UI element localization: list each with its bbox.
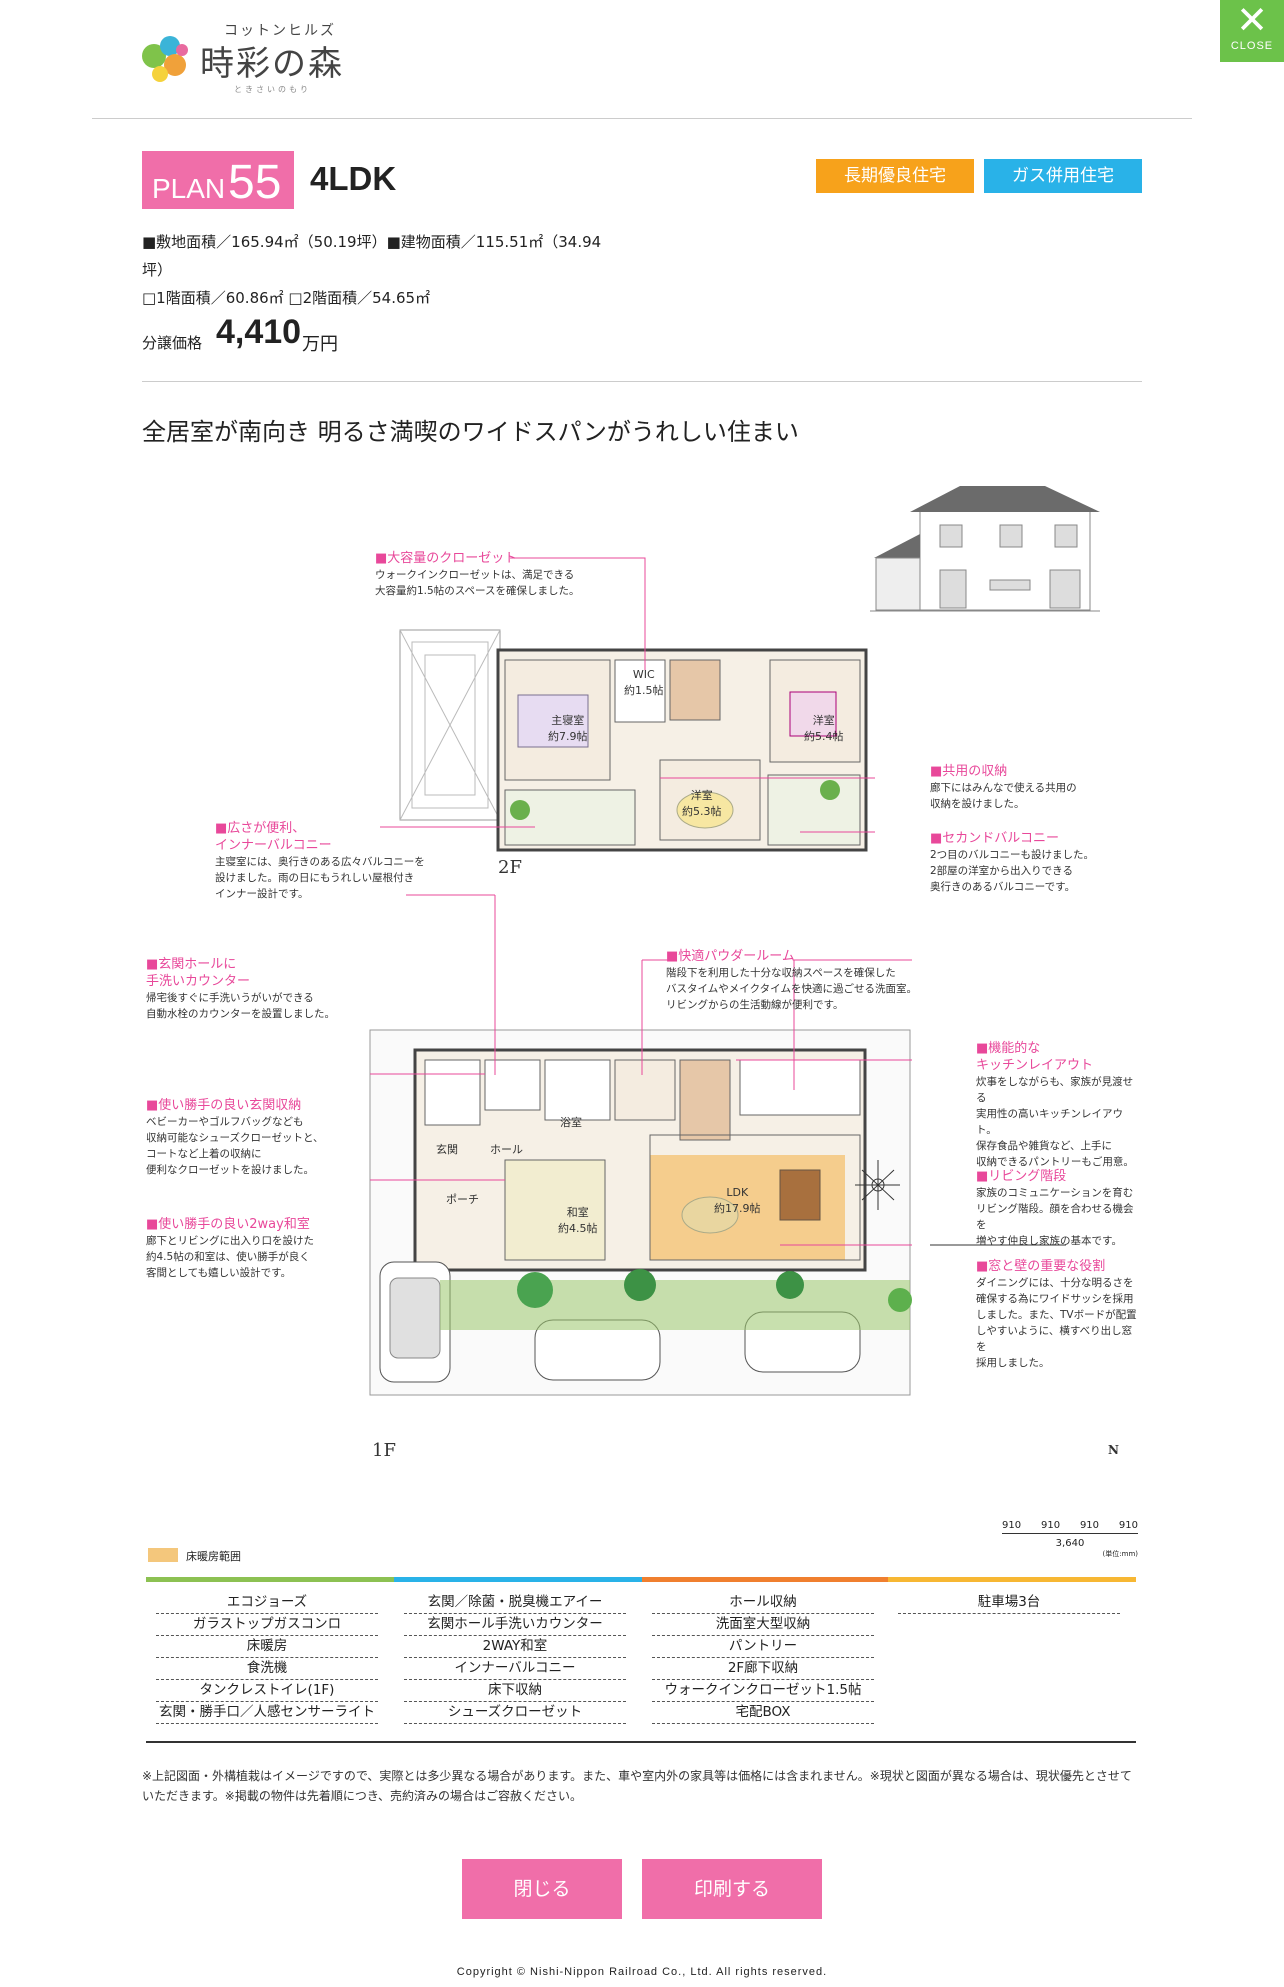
callout-lines <box>370 557 912 1246</box>
plan-type: 4LDK <box>310 160 397 197</box>
scale-segment: 910 <box>1118 1520 1138 1531</box>
plan-label: PLAN 55 <box>142 151 294 209</box>
equipment-column-1: エコジョーズ ガラストップガスコンロ 床暖房 食洗機 タンクレストイレ(1F) … <box>156 1592 378 1724</box>
room-western-2: 洋室約5.3帖 <box>682 789 722 818</box>
equipment-item: インナーバルコニー <box>404 1658 626 1680</box>
floor-heating-label: 床暖房範囲 <box>186 1550 241 1563</box>
info-area-line3: □1階面積／60.86㎡ □2階面積／54.65㎡ <box>142 289 431 307</box>
floor2-plan <box>399 629 868 852</box>
note-powder-room: ■快適パウダールーム 階段下を利用した十分な収納スペースを確保したバスタイムやメ… <box>666 949 917 1011</box>
floor1-label: 1F <box>372 1440 396 1461</box>
note-entrance-storage: ■使い勝手の良い玄関収納 ベビーカーやゴルフバッグなども収納可能なシューズクロー… <box>146 1098 324 1176</box>
plan-prefix: PLAN <box>152 173 226 204</box>
scale: 910 910 910 910 3,640 (単位:mm) <box>1002 1520 1138 1559</box>
price-label: 分譲価格 <box>142 334 203 352</box>
equipment-column-3: ホール収納 洗面室大型収納 パントリー 2F廊下収納 ウォークインクローゼット1… <box>652 1592 874 1724</box>
scale-segment: 910 <box>1040 1520 1061 1531</box>
price-value: 4,410 <box>216 313 302 351</box>
equipment-item: 玄関／除菌・脱臭機エアイー <box>404 1592 626 1614</box>
equipment-item: パントリー <box>652 1636 874 1658</box>
color-bar-green <box>146 1577 394 1582</box>
floor2-label: 2F <box>498 857 522 878</box>
equipment-item: ホール収納 <box>652 1592 874 1614</box>
equipment-item: 2WAY和室 <box>404 1636 626 1658</box>
badge-long-term: 長期優良住宅 <box>816 159 974 193</box>
equipment-item: 2F廊下収納 <box>652 1658 874 1680</box>
note-2way-washitsu: ■使い勝手の良い2way和室 廊下とリビングに出入り口を設けた約4.5帖の和室は… <box>146 1217 314 1279</box>
color-bar-blue <box>394 1577 642 1582</box>
floor-heating-swatch <box>148 1548 178 1562</box>
floor-plan-drawing <box>369 486 1100 1396</box>
scale-unit: (単位:mm) <box>1102 1550 1138 1558</box>
note-living-stairs: ■リビング階段 家族のコミュニケーションを育むリビング階段。顔を合わせる機会を増… <box>976 1169 1134 1247</box>
close-page-button[interactable]: 閉じる <box>462 1859 622 1919</box>
divider <box>142 381 1142 382</box>
scale-segment: 910 <box>1079 1520 1100 1531</box>
room-hall: ホール <box>490 1143 523 1156</box>
room-porch: ポーチ <box>446 1193 479 1206</box>
print-button[interactable]: 印刷する <box>642 1859 822 1919</box>
equipment-item: エコジョーズ <box>156 1592 378 1614</box>
equipment-item: ウォークインクローゼット1.5帖 <box>652 1680 874 1702</box>
equipment-item: 玄関ホール手洗いカウンター <box>404 1614 626 1636</box>
logo-name: 時彩の森 <box>200 44 344 84</box>
color-bar-yellow <box>888 1577 1136 1582</box>
scale-total: 3,640 <box>1055 1538 1085 1549</box>
note-shared-storage: ■共用の収納 廊下にはみんなで使える共用の収納を設けました。 <box>930 764 1077 810</box>
equipment-item: 駐車場3台 <box>898 1592 1120 1614</box>
note-large-closet: ■大容量のクローゼット ウォークインクローゼットは、満足できる大容量約1.5帖の… <box>375 551 580 597</box>
info-area-line1: ■敷地面積／165.94㎡（50.19坪）■建物面積／115.51㎡（34.94 <box>142 233 602 251</box>
close-icon: ✕ <box>1236 0 1268 42</box>
note-inner-balcony: ■広さが便利、 インナーバルコニー 主寝室には、奥行きのある広々バルコニーを設け… <box>215 821 425 900</box>
equipment-item: 洗面室大型収納 <box>652 1614 874 1636</box>
color-bar-orange <box>642 1577 888 1582</box>
headline: 全居室が南向き 明るさ満喫のワイドスパンがうれしい住まい <box>142 418 799 446</box>
equipment-item: 食洗機 <box>156 1658 378 1680</box>
logo-mark-icon <box>142 36 196 86</box>
equipment-item: ガラストップガスコンロ <box>156 1614 378 1636</box>
close-label: CLOSE <box>1230 40 1274 52</box>
info-area-line2: 坪） <box>142 261 173 279</box>
compass-icon <box>855 1160 900 1210</box>
logo: コットンヒルズ 時彩の森 ときさいのもり <box>142 20 402 100</box>
close-button[interactable]: ✕ CLOSE <box>1220 0 1284 62</box>
divider <box>146 1741 1136 1743</box>
price-unit: 万円 <box>302 334 338 355</box>
house-exterior-icon <box>870 486 1100 612</box>
note-hand-wash: ■玄関ホールに 手洗いカウンター 帰宅後すぐに手洗いうがいができる自動水栓のカウ… <box>146 957 335 1020</box>
plan-number: 55 <box>228 156 282 209</box>
equipment-item: シューズクローゼット <box>404 1702 626 1724</box>
equipment-item: 宅配BOX <box>652 1702 874 1724</box>
floor1-plan <box>369 1029 912 1396</box>
compass-label: N <box>1108 1443 1119 1457</box>
copyright: Copyright © Nishi-Nippon Railroad Co., L… <box>456 1966 828 1978</box>
room-western-1: 洋室約5.4帖 <box>804 714 844 743</box>
room-washitsu: 和室約4.5帖 <box>558 1206 598 1235</box>
equipment-item: タンクレストイレ(1F) <box>156 1680 378 1702</box>
logo-subtitle: コットンヒルズ <box>224 23 336 39</box>
disclaimer: ※上記図面・外構植栽はイメージですので、実際とは多少異なる場合があります。また、… <box>142 1769 1132 1803</box>
divider <box>92 118 1192 119</box>
equipment-item: 床暖房 <box>156 1636 378 1658</box>
note-kitchen-layout: ■機能的な キッチンレイアウト 炊事をしながらも、家族が見渡せる実用性の高いキッ… <box>976 1041 1134 1168</box>
equipment-item: 玄関・勝手口／人感センサーライト <box>156 1702 378 1724</box>
room-bath: 浴室 <box>560 1116 582 1129</box>
equipment-column-4: 駐車場3台 <box>898 1592 1120 1614</box>
badge-gas: ガス併用住宅 <box>984 159 1142 193</box>
equipment-item: 床下収納 <box>404 1680 626 1702</box>
room-entrance: 玄関 <box>436 1143 458 1156</box>
equipment-column-2: 玄関／除菌・脱臭機エアイー 玄関ホール手洗いカウンター 2WAY和室 インナーバ… <box>404 1592 626 1724</box>
note-second-balcony: ■セカンドバルコニー 2つ目のバルコニーも設けました。2部屋の洋室から出入りでき… <box>930 831 1094 893</box>
logo-reading: ときさいのもり <box>234 85 311 94</box>
note-window-wall: ■窓と壁の重要な役割 ダイニングには、十分な明るさを確保する為にワイドサッシを採… <box>976 1259 1137 1369</box>
scale-segment: 910 <box>1002 1520 1022 1531</box>
room-master-bedroom: 主寝室約7.9帖 <box>548 714 588 743</box>
